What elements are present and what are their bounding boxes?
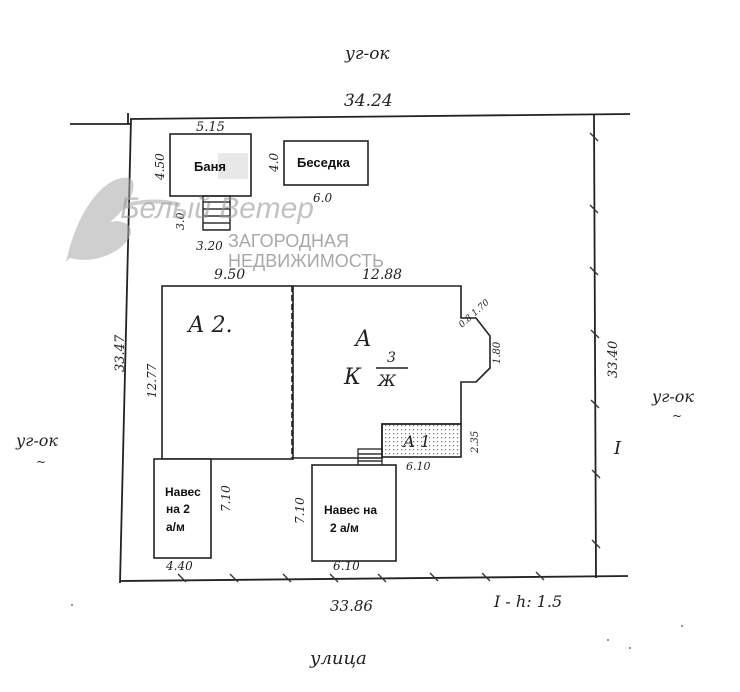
house-left-width-label: 9.50 (214, 267, 245, 283)
bathhouse (169, 133, 252, 231)
bottom-dimension-label: 33.86 (330, 597, 373, 615)
bathhouse-height-label: 4.50 (153, 153, 167, 181)
house-material-label: Ж (377, 371, 397, 390)
right-dimension-label: 33.40 (606, 341, 621, 378)
gazebo-height-label: 4.0 (267, 153, 281, 173)
house-a-label: А (353, 327, 372, 352)
house-height-label: 12.77 (145, 363, 159, 398)
watermark-line2: НЕДВИЖИМОСТЬ (228, 251, 384, 271)
right-road-label: уг-ок (651, 387, 694, 406)
canopy-right-width-label: 6.10 (333, 559, 360, 573)
bathhouse-name: Баня (194, 159, 226, 174)
house-right-width-label: 12.88 (362, 267, 402, 283)
house-bay-top-label: 0.8 1.70 (457, 298, 492, 331)
watermark-line1: ЗАГОРОДНАЯ (228, 231, 349, 251)
left-dimension-label: 33.47 (113, 334, 128, 372)
watermark-brand: Белый Ветер (120, 192, 314, 225)
bottom-road-label: улица (309, 648, 367, 669)
annex-height-label: 2.35 (470, 431, 481, 454)
gazebo-width-label: 6.0 (313, 191, 332, 205)
house-bay-height-label: 1.80 (492, 341, 503, 364)
canopy-left-height-label: 7.10 (219, 485, 233, 512)
canopy-right-height-label: 7.10 (293, 497, 307, 524)
annex-label: А 1 (402, 432, 430, 451)
bathhouse-porch-height-label: 3.0 (174, 213, 187, 231)
right-road-tilde: ~ (672, 409, 682, 423)
canopy-left-outline (153, 458, 212, 559)
annex-outline (381, 423, 462, 458)
house-a2-label: А 2. (186, 313, 233, 338)
top-boundary-line (129, 113, 631, 120)
scan-specks (71, 604, 683, 649)
left-road-label: уг-ок (15, 431, 58, 450)
gazebo-name: Беседка (297, 155, 351, 170)
floors-note: I - h: 1.5 (493, 592, 562, 611)
house-k-label: К (343, 365, 362, 390)
top-road-label: уг-ок (344, 44, 390, 64)
right-boundary-line (593, 113, 597, 579)
boundary-markers (177, 132, 601, 583)
annex-width-label: 6.10 (406, 460, 431, 473)
canopy-right-outline (311, 464, 397, 562)
left-road-tilde: ~ (36, 455, 46, 469)
bathhouse-width-label: 5.15 (196, 120, 225, 135)
bottom-boundary-line (119, 575, 629, 582)
bathhouse-porch-width-label: 3.20 (196, 239, 223, 253)
house-floors-label: 3 (387, 350, 396, 366)
top-dimension-label: 34.24 (344, 91, 393, 111)
watermark-logo (66, 177, 181, 262)
gazebo-outline (283, 140, 369, 186)
canopy-left-width-label: 4.40 (165, 559, 193, 573)
house-part-a2 (161, 285, 294, 460)
roman-one-label: I (613, 438, 622, 459)
bathhouse-stairs (202, 195, 231, 231)
bathhouse-label-bg (218, 153, 248, 179)
